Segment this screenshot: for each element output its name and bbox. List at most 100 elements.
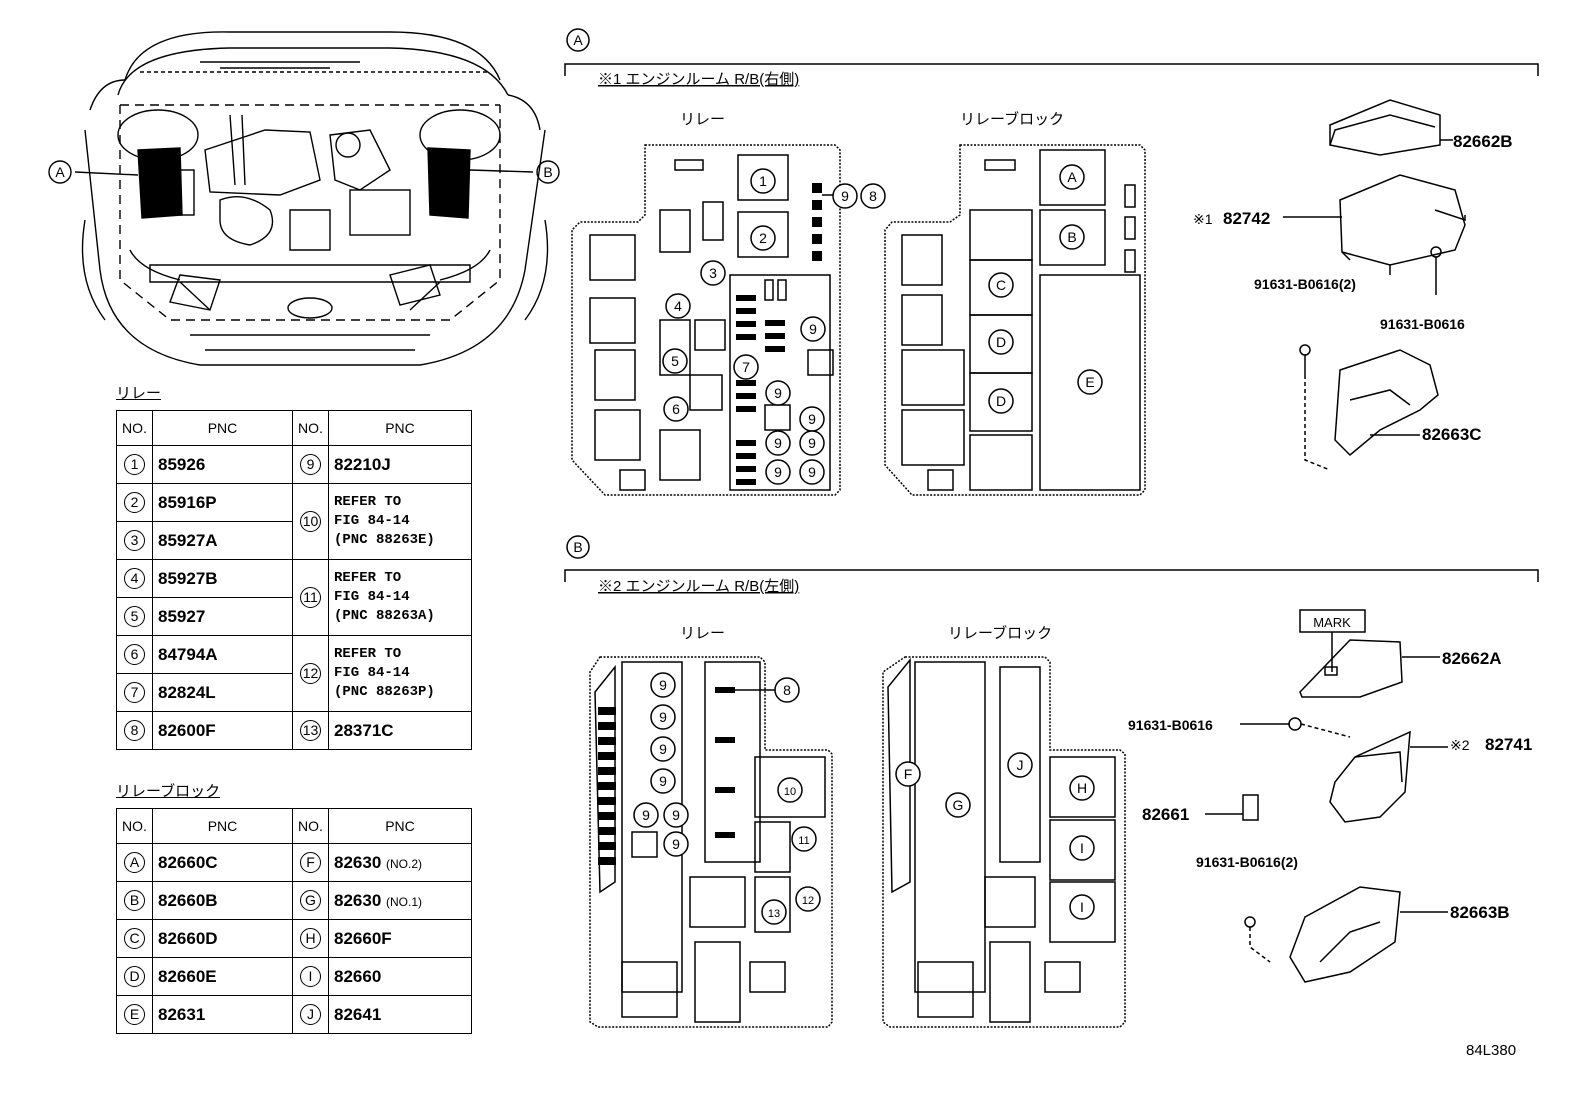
- item-letter: C: [124, 928, 145, 949]
- reference-marker: [988, 329, 1014, 355]
- reference-marker: [633, 802, 659, 828]
- engine-bay-illustration: A B: [48, 31, 560, 366]
- reference-marker-label: 3: [709, 265, 717, 281]
- reference-marker: [750, 168, 776, 194]
- part-number: 82660D: [152, 919, 293, 958]
- item-number: 2: [124, 492, 145, 513]
- refer-line: (PNC 88263P): [334, 684, 435, 700]
- part-number: 82660B: [152, 881, 293, 920]
- section-a-diagram: A ※1 エンジンルーム R/B(右側) リレー リレーブロック: [564, 28, 1539, 496]
- exploded-parts-right: 82662B ※1 82742 91631-B0616(2) 91631-B06…: [1193, 99, 1513, 471]
- reference-marker-label: J: [1017, 757, 1024, 773]
- part-number: 85926: [152, 445, 293, 484]
- reference-marker-label: B: [1067, 229, 1076, 245]
- part-number: 85916P: [152, 483, 293, 522]
- header-no: NO.: [116, 808, 153, 844]
- header-pnc: PNC: [328, 808, 472, 844]
- item-number: 4: [124, 568, 145, 589]
- reference-marker: [1069, 835, 1095, 861]
- reference-marker-label: 9: [659, 677, 667, 693]
- reference-marker-label: 9: [672, 836, 680, 852]
- relay-table-title: リレー: [116, 384, 162, 402]
- item-number: 13: [300, 720, 321, 741]
- reference-marker: [663, 831, 689, 857]
- section-a-marker: A: [573, 32, 583, 48]
- reference-marker-label: 9: [774, 464, 782, 480]
- reference-marker: [663, 802, 689, 828]
- section-b-title: ※2 エンジンルーム R/B(左側): [598, 578, 799, 595]
- part-prefix-box: ※1: [1193, 211, 1213, 227]
- reference-marker-label: 4: [674, 298, 682, 314]
- item-letter: A: [124, 852, 145, 873]
- reference-marker-label: 9: [808, 464, 816, 480]
- reference-marker: [774, 677, 800, 703]
- reference-marker: [650, 704, 676, 730]
- reference-marker: [765, 459, 791, 485]
- relay-block-pnc-table: NO. PNC NO. PNC A 82660C F 82630 (NO.2) …: [116, 808, 472, 1034]
- section-a-block-label: リレーブロック: [960, 110, 1064, 128]
- reference-marker-label: 9: [808, 411, 816, 427]
- item-number: 7: [124, 682, 145, 703]
- reference-marker-label: 9: [659, 741, 667, 757]
- item-number: 8: [124, 720, 145, 741]
- refer-line: (PNC 88263A): [334, 608, 435, 624]
- reference-marker: [1059, 224, 1085, 250]
- section-a-bracket: [564, 63, 1539, 76]
- reference-marker: [1069, 775, 1095, 801]
- table-row: 5 85927: [116, 597, 472, 636]
- part-number: 82660F: [328, 919, 472, 958]
- reference-marker-label: 13: [768, 908, 780, 920]
- item-number: 5: [124, 606, 145, 627]
- reference-marker-label: H: [1077, 780, 1087, 796]
- part-number: 82600F: [152, 711, 293, 750]
- part-note: (NO.2): [386, 856, 423, 871]
- reference-marker-label: 9: [642, 807, 650, 823]
- table-row: A 82660C F 82630 (NO.2): [116, 843, 472, 882]
- item-letter: G: [300, 890, 321, 911]
- reference-marker: [650, 768, 676, 794]
- reference-marker-label: D: [996, 393, 1006, 409]
- section-a-relay-label: リレー: [680, 111, 725, 128]
- reference-marker-label: C: [996, 277, 1006, 293]
- reference-marker: [988, 272, 1014, 298]
- item-number: 9: [300, 454, 321, 475]
- refer-line: FIG 84-14: [334, 665, 410, 681]
- item-letter: D: [124, 966, 145, 987]
- reference-marker-label: 9: [809, 321, 817, 337]
- reference-marker: [799, 430, 825, 456]
- part-number: 82824L: [152, 673, 293, 712]
- part-number: 82631: [152, 995, 293, 1034]
- reference-marker-label: 1: [759, 173, 767, 189]
- reference-marker-label: I: [1080, 840, 1084, 856]
- callout-b-label: B: [543, 164, 552, 180]
- reference-marker-label: 9: [808, 435, 816, 451]
- reference-marker-label: 9: [774, 435, 782, 451]
- refer-line: REFER TO: [334, 494, 402, 510]
- part-number: 28371C: [328, 711, 472, 750]
- item-number: 3: [124, 530, 145, 551]
- reference-marker: [777, 777, 803, 803]
- header-pnc: PNC: [152, 808, 293, 844]
- reference-marker-label: 10: [784, 786, 796, 798]
- item-number: 1: [124, 454, 145, 475]
- reference-marker-label: 8: [869, 188, 877, 204]
- reference-marker: [1077, 369, 1103, 395]
- block-table-title: リレーブロック: [116, 782, 221, 800]
- part-number: 82630: [334, 890, 382, 910]
- mark-label: MARK: [1313, 615, 1351, 630]
- reference-marker: [765, 380, 791, 406]
- reference-marker-label: G: [953, 797, 964, 813]
- refer-line: (PNC 88263E): [334, 532, 435, 548]
- part-number: 82660C: [152, 843, 293, 882]
- part-number: 84794A: [152, 635, 293, 674]
- part-label-bolt-pair: 91631-B0616(2): [1196, 854, 1298, 870]
- section-b-block-label: リレーブロック: [948, 624, 1052, 642]
- part-label-cover: 82662B: [1453, 132, 1513, 151]
- reference-marker-label: 9: [672, 807, 680, 823]
- exploded-parts-left: MARK 82662A 91631-B0616 ※2 82741 82661 9…: [1128, 609, 1532, 983]
- item-number: 11: [300, 587, 321, 608]
- reference-marker-label: 9: [659, 709, 667, 725]
- reference-marker: [791, 826, 817, 852]
